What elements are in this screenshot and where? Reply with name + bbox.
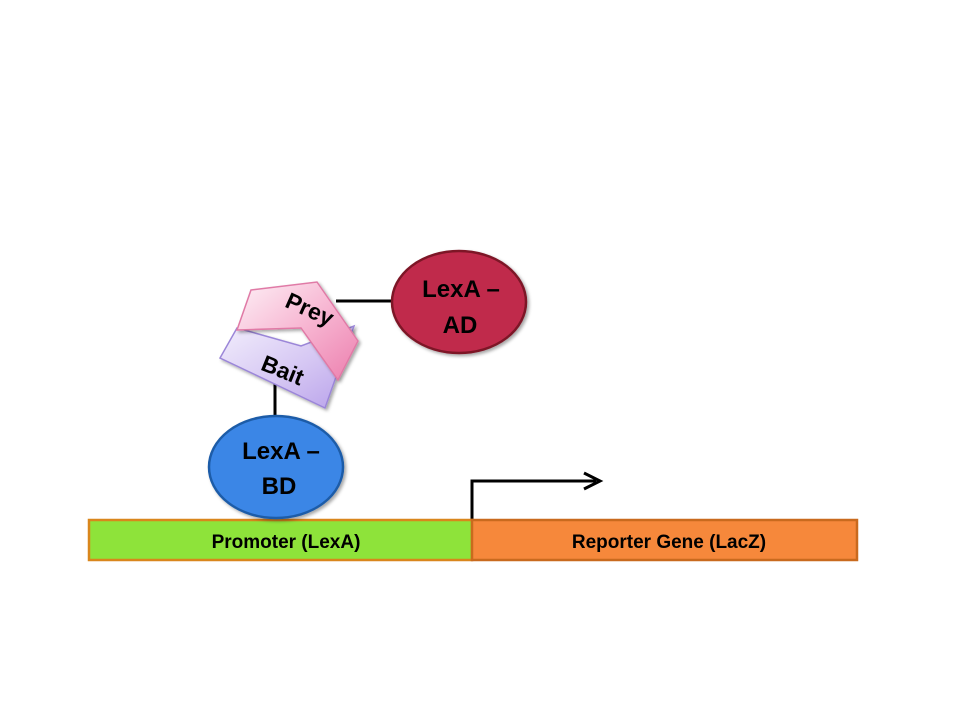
transcription-start-arrow [470,479,596,520]
lexa-binding-domain [207,414,345,520]
activation-domain-label-line1: LexA – [422,276,500,303]
activation-domain-label-line2: AD [443,312,478,339]
lexa-activation-domain [390,249,528,355]
reporter-gene-label: Reporter Gene (LacZ) [572,532,766,553]
binding-domain-label-line1: LexA – [242,438,320,465]
arrowhead-icon [583,471,604,491]
prey-protein [235,281,359,382]
binding-domain-label-line2: BD [262,473,297,500]
promoter-region: Promoter (LexA) [87,518,474,562]
reporter-gene-region: Reporter Gene (LacZ) [470,518,859,562]
promoter-label: Promoter (LexA) [212,532,361,553]
